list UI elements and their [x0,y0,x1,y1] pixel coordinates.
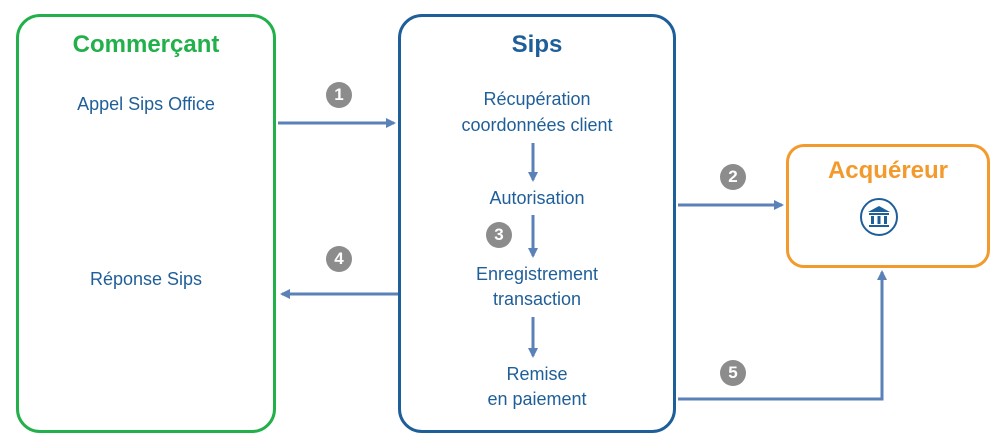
sips-title: Sips [511,31,563,58]
merchant-title: Commerçant [72,31,220,58]
step-badge-3: 3 [486,222,512,248]
step-badge-1: 1 [326,82,352,108]
sips-step-3-line-2: transaction [492,289,582,309]
sips-step-2-label: Autorisation [489,188,585,208]
merchant-response-label: Réponse Sips [89,269,203,289]
merchant-call-label: Appel Sips Office [77,94,215,114]
sips-step-4-line-2: en paiement [487,389,587,409]
sips-box [398,14,676,433]
step-badge-4: 4 [326,246,352,272]
merchant-box [16,14,276,433]
step-badge-2: 2 [720,164,746,190]
sips-step-1-line-2: coordonnées client [461,115,613,135]
arrow-remise-to-acquirer [678,270,887,401]
acquirer-title: Acquéreur [827,157,949,184]
sips-step-4-line-1: Remise [506,364,568,384]
step-badge-5: 5 [720,360,746,386]
bank-icon [860,198,898,236]
sips-step-3-line-1: Enregistrement [475,264,599,284]
sips-step-1-line-1: Récupération [483,89,591,109]
